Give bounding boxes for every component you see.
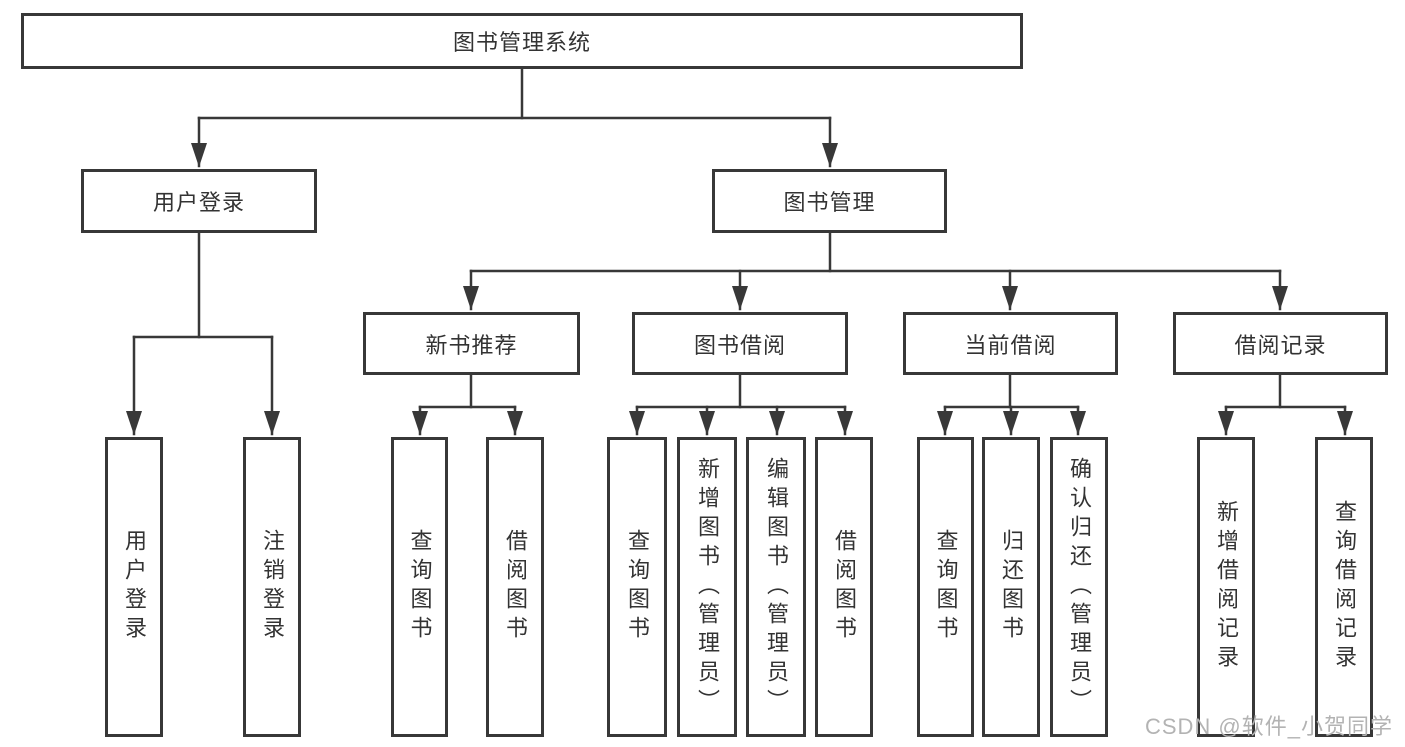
leaf-label: 用户登录 [122, 529, 147, 645]
leaf-label: 归还图书 [999, 529, 1024, 645]
node-user-login: 用户登录 [81, 169, 317, 233]
arrow-lines [126, 116, 1353, 436]
leaf-user-login: 用户登录 [105, 437, 163, 737]
leaf-label: 注销登录 [260, 529, 285, 645]
leaf-label: 查询借阅记录 [1332, 500, 1357, 674]
leaf-nb-borrow-book: 借阅图书 [486, 437, 544, 737]
leaf-bb-borrow-book: 借阅图书 [815, 437, 873, 737]
node-borrow-records: 借阅记录 [1173, 312, 1388, 375]
csdn-watermark: CSDN @软件_小贺同学 [1144, 714, 1393, 739]
leaf-bb-edit-book-admin: 编辑图书（管理员） [746, 437, 806, 737]
leaf-label: 确认归还（管理员） [1067, 456, 1092, 718]
leaf-nb-query-book: 查询图书 [391, 437, 448, 737]
leaf-bb-add-book-admin: 新增图书（管理员） [677, 437, 737, 737]
leaf-bb-query-book: 查询图书 [607, 437, 667, 737]
leaf-cb-query-book: 查询图书 [917, 437, 974, 737]
leaf-logout-login: 注销登录 [243, 437, 301, 737]
node-label: 图书管理系统 [452, 30, 591, 55]
leaf-label: 查询图书 [407, 529, 433, 645]
leaf-br-add-record: 新增借阅记录 [1197, 437, 1255, 737]
node-current-borrow: 当前借阅 [903, 312, 1118, 375]
leaf-label: 查询图书 [933, 529, 959, 645]
node-new-book-recommend: 新书推荐 [363, 312, 580, 375]
node-label: 用户登录 [152, 190, 245, 215]
leaf-cb-return-book: 归还图书 [982, 437, 1040, 737]
leaf-cb-confirm-return-admin: 确认归还（管理员） [1050, 437, 1108, 737]
trunk-lines [132, 65, 1347, 409]
node-label: 图书借阅 [693, 332, 786, 358]
node-label: 图书管理 [783, 190, 876, 215]
leaf-label: 借阅图书 [503, 529, 528, 645]
node-book-management: 图书管理 [712, 169, 947, 233]
node-book-borrow: 图书借阅 [632, 312, 848, 375]
leaf-label: 新增借阅记录 [1214, 500, 1239, 674]
node-label: 新书推荐 [425, 332, 518, 358]
leaf-br-query-record: 查询借阅记录 [1315, 437, 1373, 737]
node-label: 当前借阅 [964, 332, 1057, 358]
node-label: 借阅记录 [1234, 332, 1327, 358]
leaf-label: 新增图书（管理员） [695, 456, 720, 718]
leaf-label: 编辑图书（管理员） [764, 456, 789, 718]
leaf-label: 查询图书 [625, 529, 650, 645]
leaf-label: 借阅图书 [832, 529, 857, 645]
node-library-management-system: 图书管理系统 [21, 13, 1023, 69]
